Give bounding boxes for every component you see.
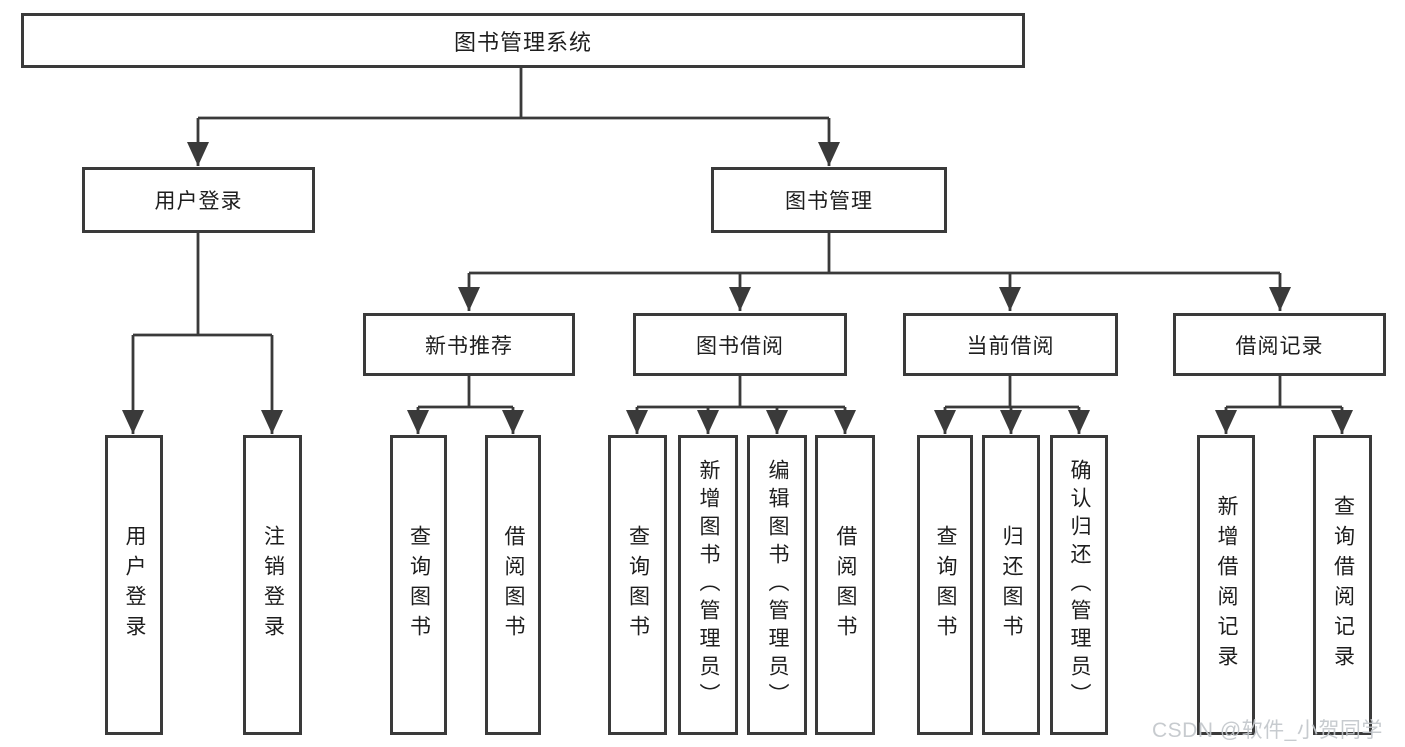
leaf-borrow-books-2: 借阅图书 <box>815 435 875 735</box>
connector-book-borrow-children <box>626 376 856 434</box>
node-library-system: 图书管理系统 <box>21 13 1025 68</box>
connector-root-to-level1 <box>187 68 840 166</box>
node-book-management: 图书管理 <box>711 167 947 233</box>
connector-book-mgmt-children <box>458 233 1291 311</box>
leaf-logout: 注销登录 <box>243 435 302 735</box>
leaf-query-books-current: 查询图书 <box>917 435 973 735</box>
leaf-add-borrow-record: 新增借阅记录 <box>1197 435 1255 735</box>
connector-current-borrow-children <box>934 376 1090 434</box>
leaf-user-login: 用户登录 <box>105 435 163 735</box>
connector-user-login-children <box>122 233 283 434</box>
node-new-book-recommend: 新书推荐 <box>363 313 575 376</box>
leaf-confirm-return-admin: 确认归还（管理员） <box>1050 435 1108 735</box>
leaf-add-book-admin: 新增图书（管理员） <box>678 435 738 735</box>
csdn-watermark: CSDN @软件_小贺同学 <box>1152 719 1383 742</box>
leaf-query-books-borrow: 查询图书 <box>608 435 667 735</box>
node-current-borrow: 当前借阅 <box>903 313 1118 376</box>
leaf-edit-book-admin: 编辑图书（管理员） <box>747 435 807 735</box>
leaf-query-books-recommend: 查询图书 <box>390 435 447 735</box>
connector-borrow-records-children <box>1215 376 1353 434</box>
node-borrow-records: 借阅记录 <box>1173 313 1386 376</box>
connector-new-book-children <box>407 376 524 434</box>
node-book-borrow: 图书借阅 <box>633 313 847 376</box>
leaf-return-books: 归还图书 <box>982 435 1040 735</box>
leaf-query-borrow-record: 查询借阅记录 <box>1313 435 1372 735</box>
node-user-login: 用户登录 <box>82 167 315 233</box>
leaf-borrow-books-recommend: 借阅图书 <box>485 435 541 735</box>
